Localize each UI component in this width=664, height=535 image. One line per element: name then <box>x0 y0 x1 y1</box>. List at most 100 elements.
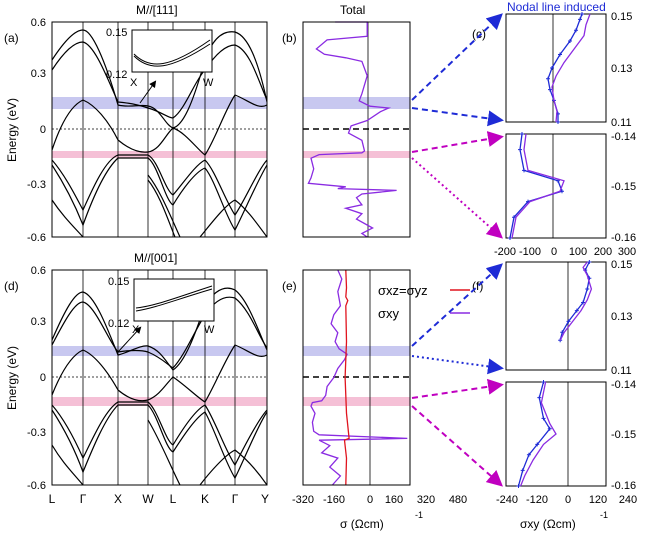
series-c-top-marker-7 <box>568 39 572 43</box>
series-f-top-line-1 <box>559 261 593 341</box>
svg-text:0.13: 0.13 <box>611 311 632 323</box>
svg-text:0: 0 <box>367 494 373 506</box>
band-highlight-blue-d <box>52 346 267 356</box>
inset-d-ytick-bottom: 0.12 <box>108 318 129 330</box>
svg-text:200: 200 <box>594 246 612 258</box>
svg-text:0.15: 0.15 <box>611 11 632 23</box>
svg-text:-0.3: -0.3 <box>27 179 46 191</box>
series-f-bottom-marker-4 <box>535 442 540 447</box>
series-c-top <box>546 12 591 124</box>
kpath-labels: L Γ X W L K Γ Y <box>49 492 269 506</box>
series-c-top-marker-10 <box>580 12 584 16</box>
svg-text:-200: -200 <box>494 246 516 258</box>
series-c-top-marker-8 <box>574 28 578 33</box>
svg-text:0.11: 0.11 <box>611 365 632 377</box>
inset-a-xlabel-w: W <box>203 77 214 89</box>
svg-text:480: 480 <box>449 494 467 506</box>
series-e <box>310 269 408 486</box>
inset-d: 0.15 0.12 X W <box>108 276 215 353</box>
panel-label-f: (f) <box>472 279 483 293</box>
series-c-bottom-marker-0 <box>520 132 524 136</box>
svg-text:-0.15: -0.15 <box>611 181 636 193</box>
svg-text:160: 160 <box>385 494 403 506</box>
svg-text:0.15: 0.15 <box>611 259 632 271</box>
svg-text:0.3: 0.3 <box>31 316 46 328</box>
xlabel-f: σxy (Ωcm) <box>520 517 576 531</box>
xticks-c: -200 -100 0 100 200 300 <box>494 246 636 258</box>
svg-text:-0.16: -0.16 <box>611 232 636 244</box>
series-f-bottom-line-1 <box>519 381 557 487</box>
panel-f: (f) 0.15 0.13 0.11 -0.14 -0.15 -0.16 -24… <box>411 259 637 531</box>
svg-text:320: 320 <box>417 494 435 506</box>
svg-text:Y: Y <box>261 492 269 506</box>
series-c-bottom-line-1 <box>511 133 565 239</box>
yticks-d: 0.6 0.3 0 -0.3 -0.6 <box>27 265 46 492</box>
series-f-bottom-line-0 <box>517 381 551 487</box>
series-f-bottom-marker-0 <box>541 380 546 384</box>
svg-text:-0.6: -0.6 <box>27 480 46 492</box>
svg-text:K: K <box>201 492 209 506</box>
yticks-a: 0.6 0.3 0 -0.3 -0.6 <box>27 17 46 244</box>
inset-a-ytick-top: 0.15 <box>106 27 127 39</box>
yticks-c-top: 0.15 0.13 0.11 <box>611 11 632 129</box>
series-f-bottom-marker-7 <box>516 484 521 488</box>
series-f-bottom <box>516 380 557 488</box>
svg-text:-0.14: -0.14 <box>611 131 636 143</box>
svg-text:0: 0 <box>565 494 571 506</box>
svg-text:W: W <box>142 492 154 506</box>
series-c-top-marker-3 <box>548 87 552 92</box>
svg-text:0.6: 0.6 <box>31 265 46 277</box>
inset-a-xlabel-x: X <box>130 77 138 89</box>
band-highlight-blue <box>52 97 267 109</box>
svg-text:L: L <box>49 492 56 506</box>
ylabel-d: Energy (eV) <box>5 346 19 410</box>
svg-text:0: 0 <box>40 372 46 384</box>
series-f-bottom-marker-5 <box>526 452 531 457</box>
svg-text:0: 0 <box>40 124 46 136</box>
series-c-bottom-marker-1 <box>518 147 522 152</box>
ylabel-a: Energy (eV) <box>5 98 19 162</box>
svg-text:-320: -320 <box>292 494 314 506</box>
panel-title-b: Total <box>340 3 365 17</box>
inset-d-xlabel-w: W <box>204 324 215 336</box>
svg-text:0.3: 0.3 <box>31 68 46 80</box>
series-c-top-marker-9 <box>578 17 582 22</box>
series-f-bottom-marker-6 <box>520 468 525 473</box>
svg-text:-100: -100 <box>519 246 541 258</box>
series-c-top-marker-0 <box>556 120 560 124</box>
series-c-top-line-1 <box>551 13 591 123</box>
panel-title-a: M//[111] <box>136 3 178 17</box>
band-structure-curves-d <box>52 270 267 485</box>
svg-text:X: X <box>114 492 122 506</box>
series-c-top-marker-5 <box>550 66 554 70</box>
xlabel-e-sup: -1 <box>415 510 423 520</box>
svg-text:300: 300 <box>618 246 636 258</box>
svg-text:-0.16: -0.16 <box>611 480 636 492</box>
yticks-c-bottom: -0.14 -0.15 -0.16 <box>611 131 636 244</box>
band-highlight-pink <box>52 151 267 158</box>
panel-label-b: (b) <box>282 31 297 45</box>
inset-a-ytick-bottom: 0.12 <box>106 69 127 81</box>
svg-text:0.11: 0.11 <box>611 117 632 129</box>
svg-text:0: 0 <box>551 246 557 258</box>
svg-text:-0.3: -0.3 <box>27 427 46 439</box>
series-f-top-marker-5 <box>585 287 590 291</box>
panel-title-d: M//[001] <box>134 251 177 265</box>
band-highlight-pink-d <box>52 397 267 406</box>
series-c-top-marker-4 <box>546 76 550 81</box>
panel-label-c: (c) <box>472 27 486 41</box>
legend-e-item-sxy: σxy <box>378 306 400 321</box>
svg-text:100: 100 <box>569 246 587 258</box>
series-c-bottom-line-0 <box>509 133 563 239</box>
panel-label-a: (a) <box>4 31 19 45</box>
panel-label-d: (d) <box>4 279 19 293</box>
panel-label-e: (e) <box>282 279 297 293</box>
series-f-top-marker-4 <box>581 300 586 305</box>
series-f-top <box>558 260 593 343</box>
svg-text:0.13: 0.13 <box>611 63 632 75</box>
panel-a: 0.15 0.12 X W (a) M//[111] 0.6 0.3 0 -0.… <box>4 3 268 244</box>
series-b-line-0 <box>307 21 397 238</box>
yticks-f-top: 0.15 0.13 0.11 <box>611 259 632 377</box>
series-c-top-marker-6 <box>558 52 562 57</box>
